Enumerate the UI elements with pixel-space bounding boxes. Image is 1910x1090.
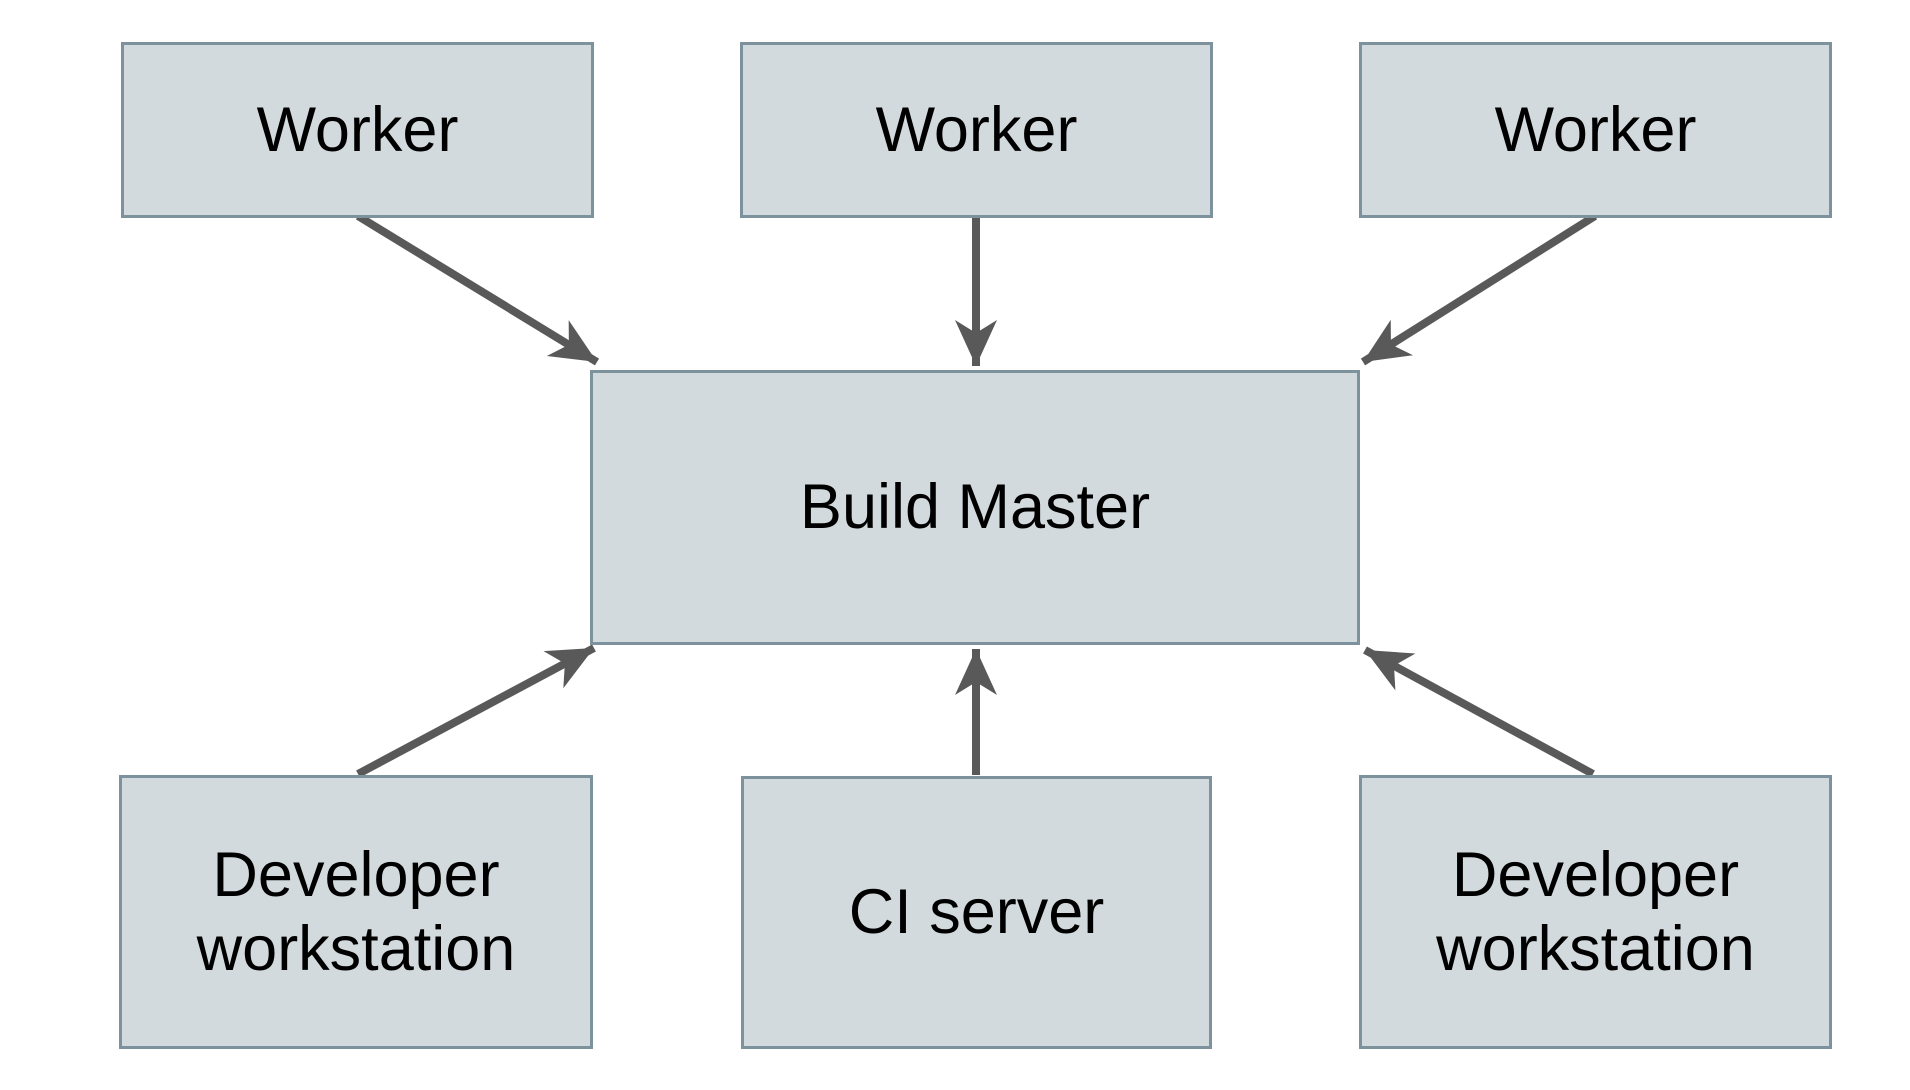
node-worker-3: Worker (1359, 42, 1832, 218)
node-build-master: Build Master (590, 370, 1360, 645)
node-build-master-label: Build Master (799, 472, 1151, 543)
edge-dev-workstation-right-to-build-master (1363, 646, 1595, 778)
edge-worker-1-to-build-master (355, 212, 600, 366)
node-developer-workstation-right: Developer workstation (1359, 775, 1832, 1049)
edge-dev-workstation-left-to-build-master (356, 644, 596, 778)
node-worker-2: Worker (740, 42, 1213, 218)
node-developer-workstation-left: Developer workstation (119, 775, 593, 1049)
node-worker-3-label: Worker (1494, 94, 1697, 165)
node-worker-2-label: Worker (875, 94, 1078, 165)
node-developer-workstation-right-label: Developer workstation (1436, 839, 1755, 984)
node-ci-server: CI server (741, 776, 1212, 1049)
edge-worker-3-to-build-master (1360, 212, 1598, 366)
node-worker-1: Worker (121, 42, 594, 218)
node-ci-server-label: CI server (848, 877, 1105, 948)
node-worker-1-label: Worker (256, 94, 459, 165)
node-developer-workstation-left-label: Developer workstation (196, 839, 516, 984)
